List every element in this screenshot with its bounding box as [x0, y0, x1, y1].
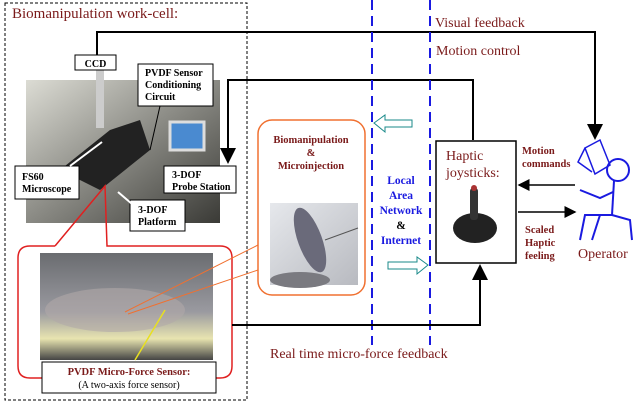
scaled-haptic-line-2: Haptic — [525, 238, 556, 249]
network-line-3: Network — [380, 205, 423, 217]
platform-line-1: 3-DOF — [138, 205, 167, 216]
pvdf-circuit-line-1: PVDF Sensor — [145, 68, 203, 79]
pvdf-circuit-line-2: Conditioning — [145, 80, 201, 91]
visual-feedback-label: Visual feedback — [435, 16, 525, 31]
joystick-icon — [453, 185, 497, 243]
microscope-pointer — [69, 141, 103, 167]
visual-feedback-line — [96, 31, 603, 140]
sensor-pointer — [134, 309, 166, 361]
operator-label: Operator — [578, 247, 628, 262]
force-feedback-label: Real time micro-force feedback — [270, 347, 448, 362]
petri-dish — [45, 288, 185, 332]
biomanipulation-label: Biomanipulation & Microinjection — [273, 135, 348, 172]
monitor-icon — [577, 138, 611, 176]
probe-station-line-1: 3-DOF — [172, 170, 201, 181]
network-line-5: Internet — [381, 235, 421, 247]
probe-station-line-2: Probe Station — [172, 182, 231, 193]
network-line-2: Area — [389, 190, 413, 202]
haptic-line-1: Haptic — [446, 149, 483, 164]
cell-lower — [270, 272, 330, 288]
microscope-box — [14, 165, 80, 200]
ccd-label-box — [74, 54, 117, 71]
scaled-haptic-line-1: Scaled — [525, 225, 554, 236]
motion-commands-line-2: commands — [522, 159, 570, 170]
motion-control-label: Motion control — [436, 44, 520, 59]
workcell-title: Biomanipulation work-cell: — [12, 6, 178, 22]
ccd-label: CCD — [85, 59, 107, 70]
platform-line-2: Platform — [138, 217, 177, 228]
arrow-right-icon — [387, 256, 429, 276]
platform-box — [129, 199, 186, 232]
pvdf-circuit-line-3: Circuit — [145, 92, 176, 103]
biomanipulation-line-1: Biomanipulation — [273, 135, 348, 146]
network-line-1: Local — [387, 175, 414, 187]
biomanipulation-line-2: & — [307, 148, 316, 159]
orange-callout-pointer-1 — [124, 244, 259, 313]
haptic-line-2: joysticks: — [445, 166, 500, 181]
platform-pointer — [117, 191, 133, 205]
sensor-subtitle: (A two-axis force sensor) — [78, 380, 179, 391]
motion-commands-line-1: Motion — [522, 146, 555, 157]
sensor-title: PVDF Micro-Force Sensor: — [68, 367, 191, 378]
probe-station-box — [163, 165, 237, 194]
cell-injection-photo — [270, 203, 359, 288]
sensor-callout — [17, 184, 233, 379]
computer-monitor — [168, 120, 206, 152]
sensor-label-box — [41, 361, 217, 394]
microscope-line-2: Microscope — [22, 184, 72, 195]
motion-control-line — [220, 79, 474, 164]
force-feedback-line — [232, 264, 488, 326]
arrow-left-icon — [373, 114, 413, 134]
cell — [293, 207, 327, 273]
network-line-4: & — [396, 220, 406, 232]
injection-needle — [324, 227, 359, 241]
operator-icon — [579, 158, 633, 241]
workcell-box — [4, 2, 248, 401]
microscope-line-1: FS60 — [22, 172, 44, 183]
dish-photo — [40, 253, 213, 361]
scaled-haptic-line-3: feeling — [525, 251, 555, 262]
orange-callout-pointer-2 — [127, 269, 259, 315]
haptic-label: Haptic joysticks: — [445, 149, 500, 181]
pvdf-circuit-box — [137, 63, 214, 107]
microscope-body — [60, 120, 150, 190]
biomanipulation-line-3: Microinjection — [278, 161, 344, 172]
pvdf-circuit-pointer — [149, 105, 161, 151]
motion-commands-label: Motion commands — [522, 146, 570, 170]
